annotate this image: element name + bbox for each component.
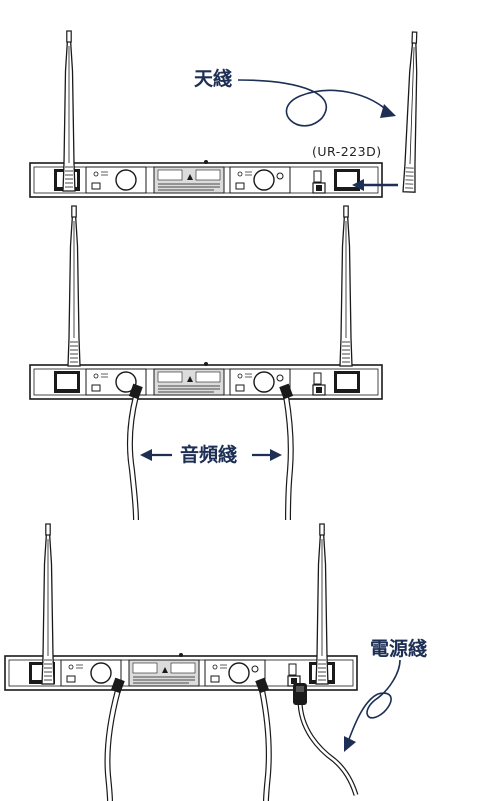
insert-arrowhead: [352, 179, 364, 191]
antenna-left: [62, 30, 76, 192]
power-cable-label: 電源綫: [370, 638, 428, 660]
receiver-panel: [29, 361, 383, 400]
antenna-label: 天綫: [194, 68, 233, 90]
receiver-panel: [29, 159, 383, 198]
audio-cable-label: 音頻綫: [180, 444, 238, 466]
step-power-cable: [4, 523, 401, 801]
antenna-label-arrow: [237, 79, 391, 127]
antenna-right: [339, 205, 353, 367]
step-antennas: [29, 30, 422, 198]
step-audio-cables: [29, 205, 383, 521]
power-label-arrow: [347, 659, 401, 743]
antenna-right-detached: [402, 31, 422, 193]
model-number: (UR-223D): [312, 144, 382, 159]
antenna-left: [67, 205, 81, 367]
antenna-right: [315, 523, 329, 685]
antenna-left: [41, 523, 55, 685]
